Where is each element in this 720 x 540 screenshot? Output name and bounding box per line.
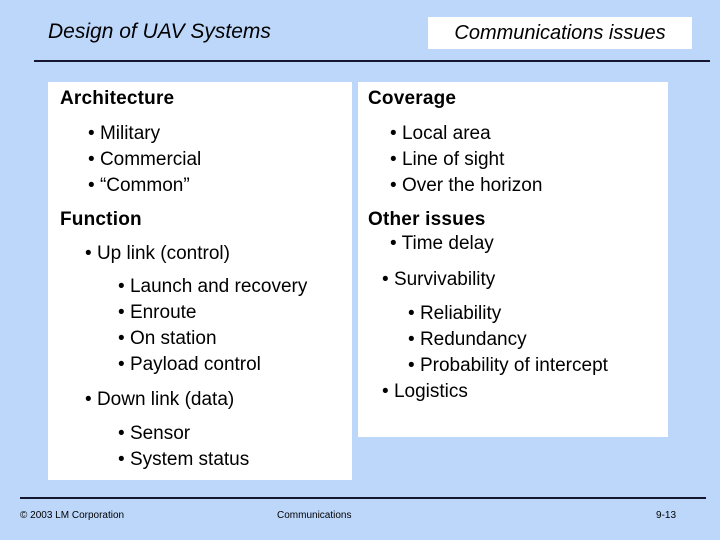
left-panel-section-heading: Function <box>60 209 142 230</box>
left-panel-bullet-item: • Commercial <box>88 149 202 170</box>
bullet-icon: • <box>118 449 130 470</box>
footer-divider <box>20 497 706 499</box>
left-panel-bullet-item: • On station <box>118 328 217 349</box>
bullet-icon: • <box>85 243 97 264</box>
bullet-icon: • <box>88 123 100 144</box>
bullet-icon: • <box>382 381 394 402</box>
slide-title-banner: Communications issues <box>428 17 692 49</box>
bullet-icon: • <box>408 303 420 324</box>
footer-section-label: Communications <box>277 510 352 521</box>
bullet-icon: • <box>408 355 420 376</box>
right-panel-bullet-item: • Reliability <box>408 303 502 324</box>
bullet-icon: • <box>118 423 130 444</box>
left-content-panel <box>48 82 352 480</box>
right-panel-section-heading: Coverage <box>368 88 457 109</box>
footer-page-number: 9-13 <box>656 510 677 521</box>
right-panel-bullet-item: • Over the horizon <box>390 175 543 196</box>
bullet-icon: • <box>118 276 130 297</box>
bullet-icon: • <box>118 302 130 323</box>
deck-title: Design of UAV Systems <box>48 20 271 43</box>
bullet-icon: • <box>408 329 420 350</box>
bullet-icon: • <box>390 123 402 144</box>
left-panel-section-heading: Architecture <box>60 88 175 109</box>
right-panel-bullet-item: • Survivability <box>382 269 496 290</box>
bullet-icon: • <box>390 149 402 170</box>
right-panel-bullet-item: • Probability of intercept <box>408 355 608 376</box>
left-panel-bullet-item: • “Common” <box>88 175 190 196</box>
left-panel-bullet-item: • Up link (control) <box>85 243 230 264</box>
left-panel-bullet-item: • Payload control <box>118 354 261 375</box>
bullet-icon: • <box>88 175 100 196</box>
right-content-panel <box>358 82 668 437</box>
bullet-icon: • <box>88 149 100 170</box>
right-panel-bullet-item: • Line of sight <box>390 149 505 170</box>
bullet-icon: • <box>118 328 130 349</box>
slide-title: Communications issues <box>454 21 666 44</box>
bullet-icon: • <box>85 389 97 410</box>
left-panel-bullet-item: • Military <box>88 123 161 144</box>
left-panel-bullet-item: • Sensor <box>118 423 191 444</box>
right-panel-bullet-item: • Logistics <box>382 381 468 402</box>
footer-copyright: © 2003 LM Corporation <box>20 510 125 521</box>
bullet-icon: • <box>390 233 402 254</box>
left-panel-bullet-item: • Enroute <box>118 302 197 323</box>
left-panel-bullet-item: • Down link (data) <box>85 389 235 410</box>
right-panel-section-heading: Other issues <box>368 209 486 230</box>
bullet-icon: • <box>382 269 394 290</box>
bullet-icon: • <box>118 354 130 375</box>
left-panel-bullet-item: • System status <box>118 449 250 470</box>
right-panel-bullet-item: • Time delay <box>390 233 494 254</box>
header-divider <box>34 60 710 62</box>
left-panel-bullet-item: • Launch and recovery <box>118 276 308 297</box>
bullet-icon: • <box>390 175 402 196</box>
right-panel-bullet-item: • Redundancy <box>408 329 527 350</box>
right-panel-bullet-item: • Local area <box>390 123 491 144</box>
